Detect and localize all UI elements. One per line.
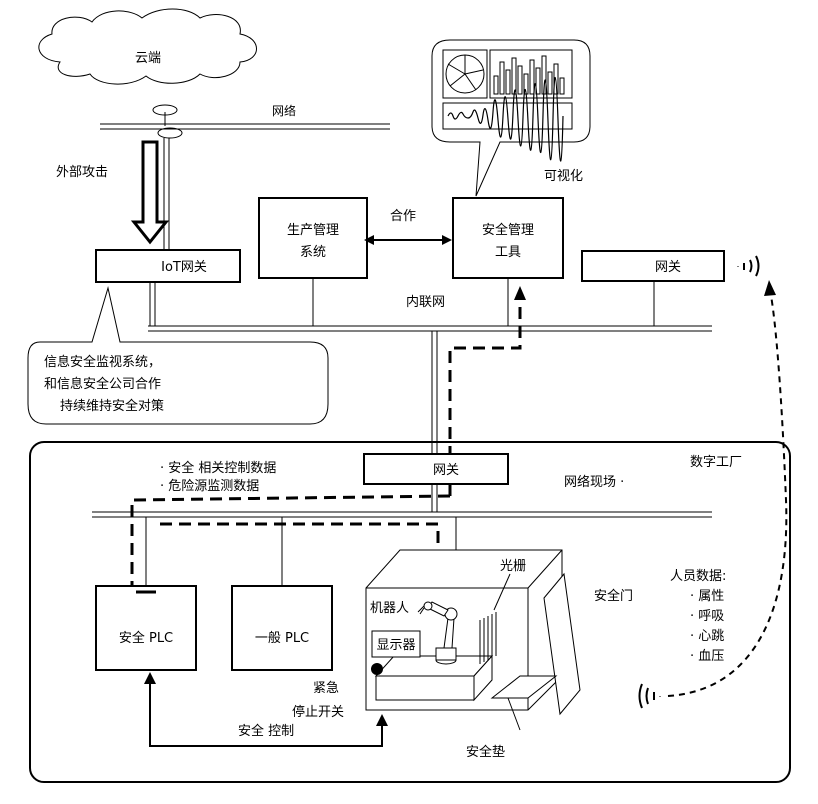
- callout-line3: 持续维持安全对策: [60, 398, 164, 414]
- light-curtain-icon: [479, 612, 497, 664]
- digital-factory-frame: [29, 441, 791, 783]
- production-management-system: 生产管理 系统: [258, 197, 368, 279]
- security-tool-label-1: 安全管理: [482, 222, 534, 238]
- robot-arm-icon: [417, 601, 458, 665]
- display-label: 显示器: [376, 638, 415, 653]
- production-system-label-2: 系统: [300, 245, 326, 260]
- safety-control-label: 安全 控制: [238, 723, 294, 739]
- intranet-label: 内联网: [406, 294, 445, 310]
- production-system-label-1: 生产管理: [287, 223, 339, 238]
- safety-mat-label: 安全垫: [466, 744, 505, 760]
- robot-label: 机器人: [370, 601, 409, 616]
- light-curtain-label: 光栅: [500, 559, 526, 574]
- digital-factory-label: 数字工厂: [690, 455, 742, 470]
- iot-callout: 信息安全监视系统， 和信息安全公司合作 持续维持安全对策: [27, 286, 329, 425]
- safety-control-arrow-up-plc: [144, 672, 156, 684]
- security-tool-label-2: 工具: [495, 245, 521, 260]
- callout-line2: 和信息安全公司合作: [44, 376, 161, 392]
- light-curtain-pointer: [493, 573, 511, 611]
- field-network-bus: [92, 511, 712, 518]
- external-attack-arrow: [130, 140, 170, 245]
- gateway-factory-label: 网关: [433, 463, 459, 478]
- pie-chart-icon: [445, 54, 485, 94]
- external-attack-label: 外部攻击: [56, 165, 108, 180]
- wireless-signal-icon-bottom: [638, 683, 661, 709]
- cloud-iot-link: [163, 138, 170, 250]
- wireless-signal-icon-top: [737, 255, 760, 277]
- waveform-icon: [447, 77, 564, 162]
- emergency-label-2: 停止开关: [292, 704, 344, 720]
- gateway-field-link: [431, 484, 438, 512]
- safety-door-icon: [543, 572, 581, 716]
- visualization-label: 可视化: [544, 169, 583, 184]
- dashed-arrowhead-up: [514, 286, 526, 300]
- iot-intranet-link: [149, 282, 156, 326]
- wireless-arc-arrowhead: [764, 280, 776, 296]
- data-item-1: · 安全 相关控制数据: [160, 460, 276, 476]
- data-item-2: · 危险源监测数据: [160, 479, 259, 494]
- iot-gateway-label: IoT网关: [161, 260, 207, 275]
- personnel-title: 人员数据:: [670, 569, 726, 584]
- personnel-item-4: · 血压: [690, 649, 724, 664]
- general-plc: 一般 PLC: [231, 585, 333, 671]
- cloud: 云端: [38, 8, 257, 85]
- security-management-tool: 安全管理 工具: [452, 197, 564, 279]
- safety-control-line: [149, 682, 383, 747]
- safety-plc: 安全 PLC: [95, 585, 197, 671]
- safety-mat-icon: [490, 675, 558, 731]
- top-network-bus: [100, 123, 390, 130]
- general-plc-label: 一般 PLC: [255, 630, 309, 646]
- personnel-item-3: · 心跳: [690, 629, 724, 644]
- personnel-item-1: · 属性: [690, 589, 724, 604]
- cooperation-label: 合作: [390, 209, 416, 224]
- callout-line1: 信息安全监视系统，: [44, 354, 161, 370]
- bar-chart-icon: [493, 55, 565, 95]
- safety-plc-label: 安全 PLC: [119, 630, 173, 646]
- gateway-right: 网关: [581, 250, 725, 282]
- antenna-icon: [152, 104, 183, 139]
- safety-control-arrow-up-cell: [376, 714, 388, 726]
- emergency-label-1: 紧急: [313, 681, 339, 696]
- cloud-shape: [38, 8, 257, 85]
- iot-gateway: IoT网关: [95, 249, 241, 283]
- personnel-item-2: · 呼吸: [690, 609, 724, 624]
- cloud-label: 云端: [135, 51, 161, 66]
- personnel-data: 人员数据: · 属性 · 呼吸 · 心跳 · 血压: [670, 569, 726, 664]
- gateway-factory: 网关: [363, 453, 509, 485]
- network-label: 网络: [272, 103, 296, 118]
- wireless-dashed-arc: [667, 289, 788, 697]
- gateway-right-label: 网关: [655, 260, 681, 275]
- intranet-factory-link: [431, 331, 438, 454]
- robot-platform: [374, 654, 494, 702]
- safety-door-label: 安全门: [594, 588, 633, 604]
- intranet-bus: [148, 325, 712, 332]
- visualization-callout: [431, 39, 591, 197]
- field-network-label: 网络现场 ·: [564, 474, 624, 490]
- emergency-stop-icon: [371, 663, 383, 675]
- display-panel: 显示器: [371, 630, 421, 658]
